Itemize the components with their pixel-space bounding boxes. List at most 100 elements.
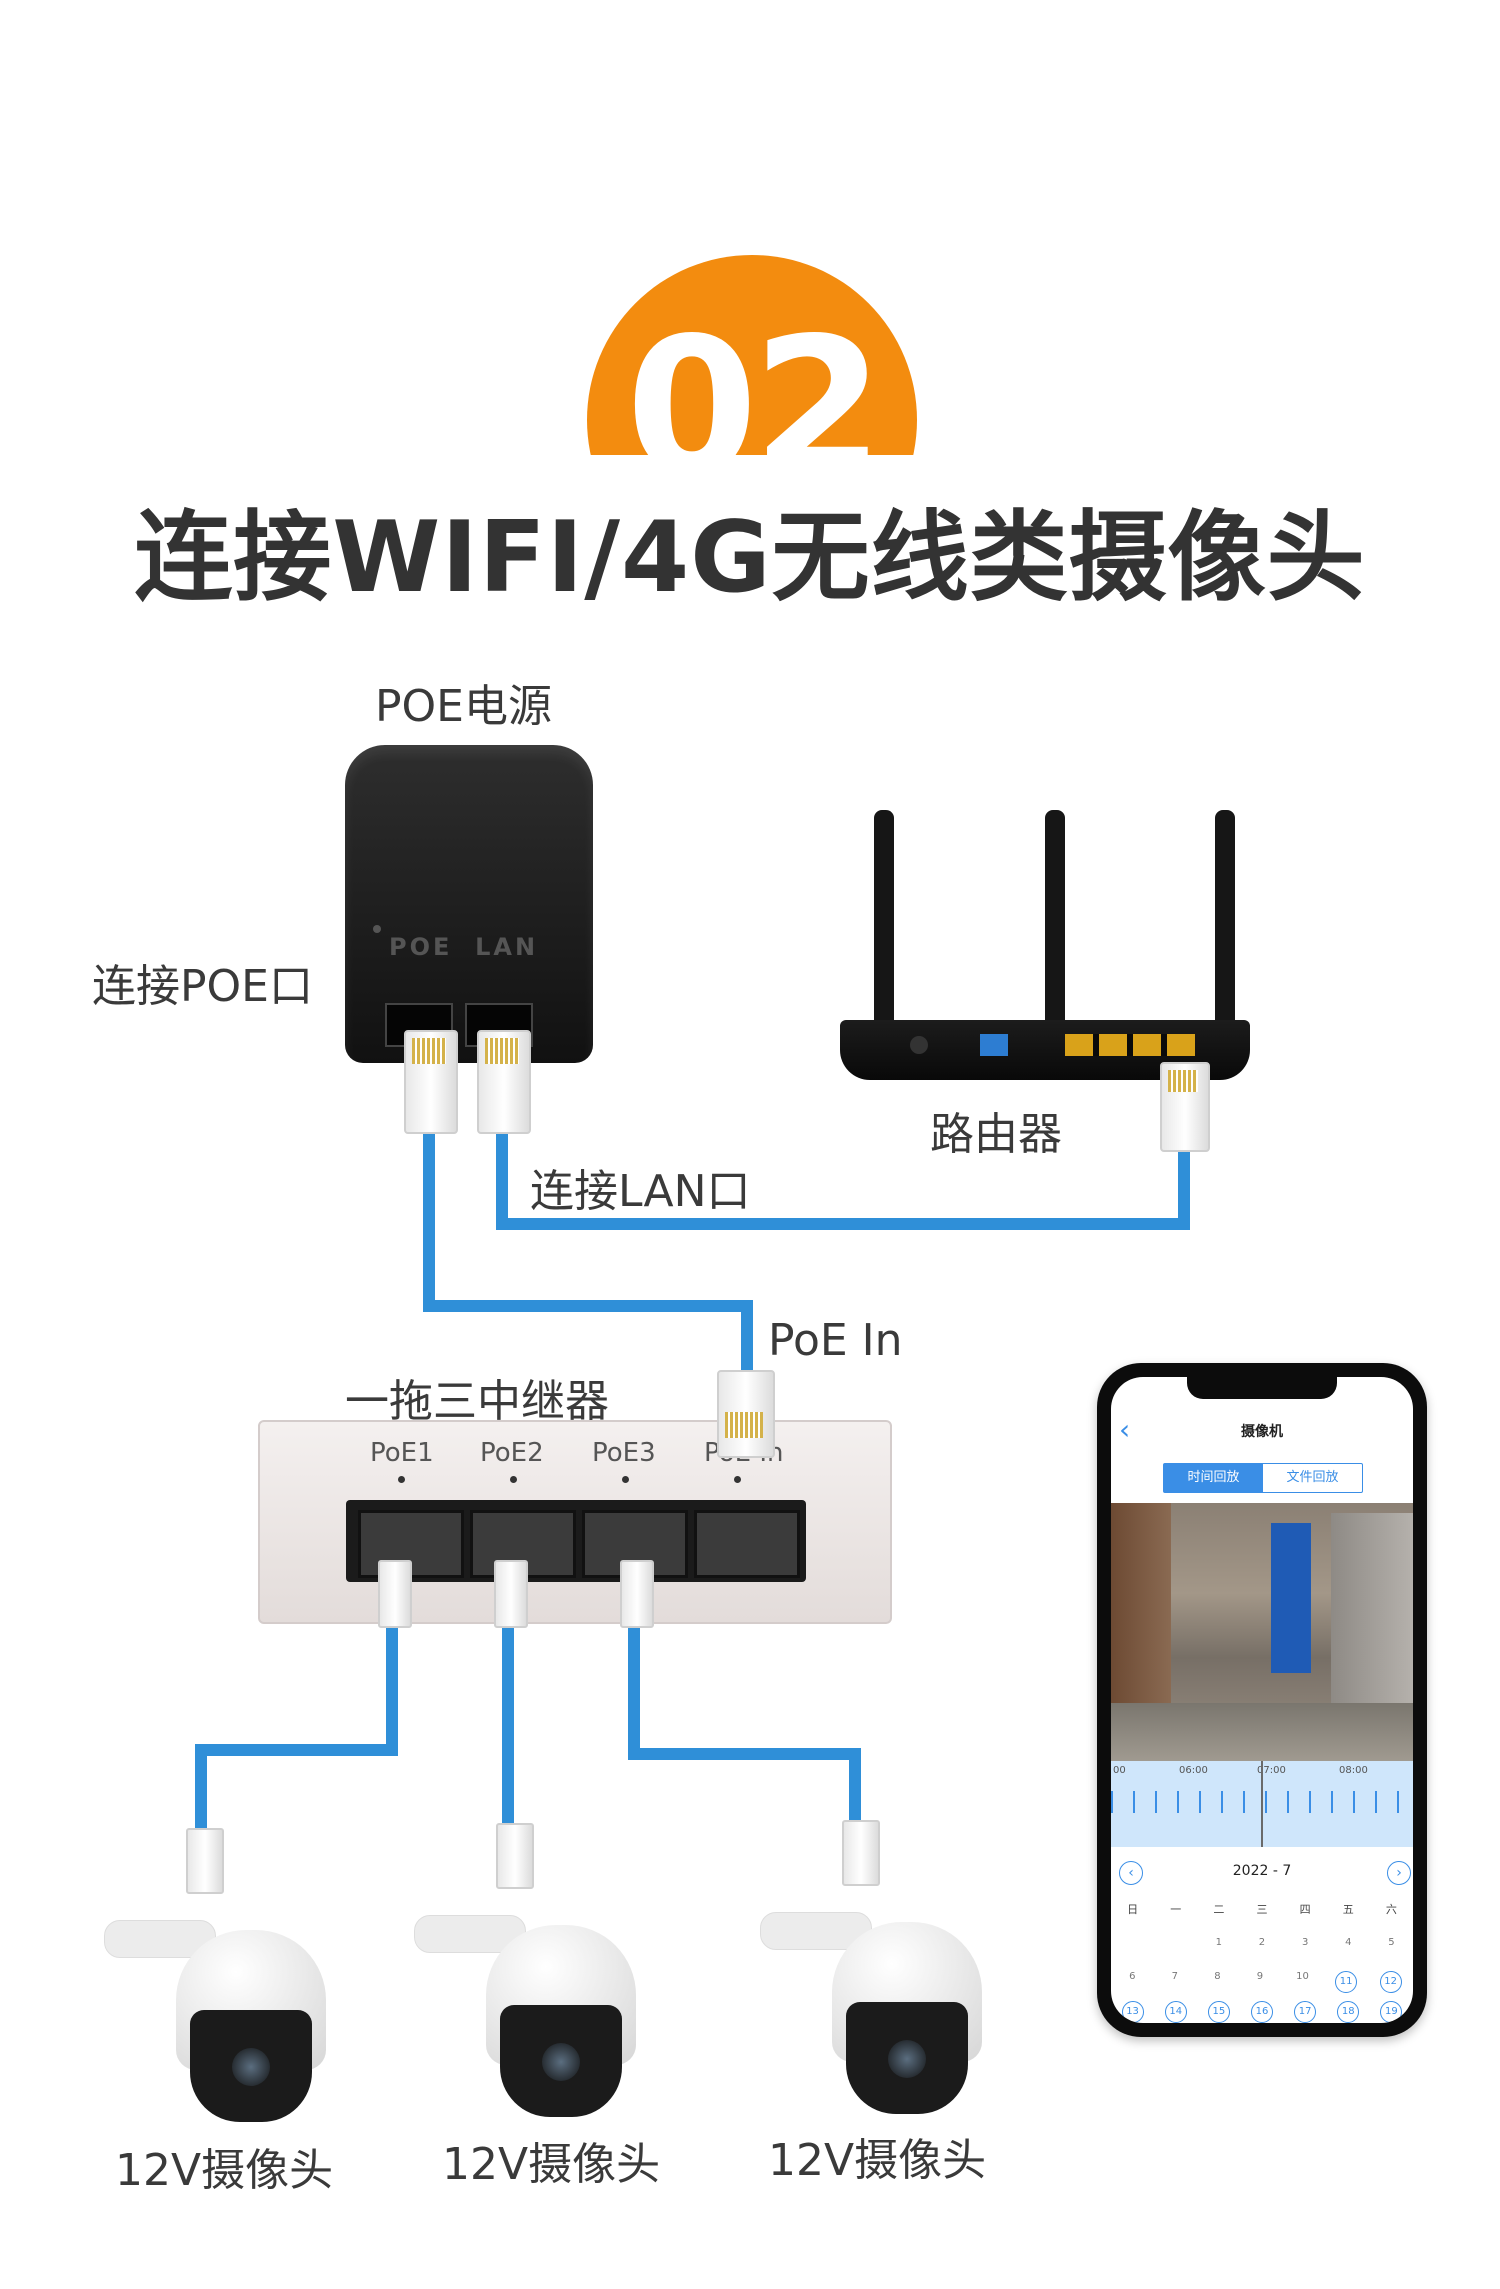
calendar-day-recorded[interactable]: 14 (1165, 2001, 1187, 2023)
calendar-day-recorded[interactable]: 13 (1122, 2001, 1144, 2023)
router-label: 路由器 (930, 1098, 1062, 1162)
calendar-day[interactable]: 7 (1165, 1971, 1185, 1993)
timeline-tick-1: 00 (1113, 1765, 1126, 1776)
cable-segment (195, 1744, 398, 1756)
rj45-plug-camera-1 (186, 1828, 224, 1894)
app-screen-title: 摄像机 (1111, 1421, 1413, 1441)
plug-contacts (412, 1038, 446, 1064)
plug-contacts (1168, 1070, 1198, 1092)
camera-lens (542, 2043, 580, 2081)
timeline[interactable]: 00 06:00 07:00 08:00 (1111, 1761, 1413, 1847)
repeater-port-label-1: PoE1 (370, 1438, 434, 1468)
router (840, 810, 1250, 1080)
calendar-day[interactable]: 4 (1338, 1937, 1358, 1948)
camera-2-label: 12V摄像头 (442, 2128, 660, 2192)
rj45-plug-poe-in (717, 1370, 775, 1458)
weekday: 二 (1213, 1901, 1224, 1917)
repeater-port-label-2: PoE2 (480, 1438, 544, 1468)
calendar-row-1: 1 2 3 4 5 (1111, 1937, 1413, 1948)
calendar-day-recorded[interactable]: 15 (1208, 2001, 1230, 2023)
rj45-plug-router (1160, 1062, 1210, 1152)
timeline-cursor (1261, 1761, 1263, 1847)
cable-lan-to-router (496, 1120, 508, 1230)
calendar-day-recorded[interactable]: 12 (1380, 1971, 1402, 1993)
calendar-day[interactable]: 1 (1209, 1937, 1229, 1948)
video-frame (1111, 1503, 1413, 1761)
calendar-day-recorded[interactable]: 19 (1380, 2001, 1402, 2023)
camera-1 (96, 1820, 326, 2130)
video-wall-right (1331, 1513, 1413, 1713)
poe-in-label: PoE In (768, 1315, 903, 1366)
poe-power-led (373, 925, 381, 933)
cable-camera-1 (386, 1620, 398, 1756)
repeater-dot-2 (510, 1476, 517, 1483)
weekday: 四 (1300, 1901, 1311, 1917)
rj45-plug-camera-2 (496, 1823, 534, 1889)
calendar-day[interactable]: 6 (1122, 1971, 1142, 1993)
camera-3-label: 12V摄像头 (768, 2124, 986, 2188)
calendar-day[interactable]: 8 (1207, 1971, 1227, 1993)
calendar-day[interactable]: 3 (1295, 1937, 1315, 1948)
rj45-plug-camera-3 (842, 1820, 880, 1886)
calendar-day-recorded[interactable]: 18 (1337, 2001, 1359, 2023)
plug-contacts (485, 1038, 519, 1064)
calendar-day-recorded[interactable]: 17 (1294, 2001, 1316, 2023)
repeater: PoE1 PoE2 PoE3 PoE In (258, 1420, 888, 1620)
repeater-dot-4 (734, 1476, 741, 1483)
phone-notch (1187, 1377, 1337, 1399)
tab-time-playback[interactable]: 时间回放 (1164, 1464, 1263, 1492)
rj45-plug-lan (477, 1030, 531, 1134)
router-lan-ports (1065, 1034, 1195, 1056)
rj45-plug-repeater-3 (620, 1560, 654, 1628)
step-badge: 02 (587, 255, 917, 455)
video-door (1271, 1523, 1311, 1673)
plug-contacts (725, 1412, 763, 1438)
calendar-day[interactable]: 5 (1381, 1937, 1401, 1948)
calendar-month: 2022 - 7 (1111, 1863, 1413, 1879)
calendar-blank (1166, 1937, 1186, 1948)
tab-file-playback[interactable]: 文件回放 (1263, 1464, 1362, 1492)
camera-1-label: 12V摄像头 (115, 2134, 333, 2198)
poe-power-label: POE电源 (375, 670, 552, 734)
cable-segment (741, 1300, 753, 1370)
repeater-port-poe-in (694, 1510, 800, 1578)
calendar-row-2: 6 7 8 9 10 11 12 (1111, 1971, 1413, 1993)
cable-segment (628, 1748, 861, 1760)
cable-segment (423, 1300, 753, 1312)
camera-lens (888, 2040, 926, 2078)
weekday: 一 (1170, 1901, 1181, 1917)
router-wan-port (980, 1034, 1008, 1056)
repeater-dot-1 (398, 1476, 405, 1483)
repeater-port-label-3: PoE3 (592, 1438, 656, 1468)
connect-poe-label: 连接POE口 (92, 950, 313, 1014)
weekday: 五 (1343, 1901, 1354, 1917)
calendar-day-recorded[interactable]: 16 (1251, 2001, 1273, 2023)
calendar-day[interactable]: 10 (1293, 1971, 1313, 1993)
poe-port-text: POE LAN (389, 933, 538, 961)
rj45-plug-repeater-2 (494, 1560, 528, 1628)
phone: ‹ 摄像机 时间回放 文件回放 00 06:00 07:00 08:00 ‹ 2… (1097, 1363, 1427, 2037)
camera-lens (232, 2048, 270, 2086)
phone-screen: ‹ 摄像机 时间回放 文件回放 00 06:00 07:00 08:00 ‹ 2… (1111, 1377, 1413, 2023)
calendar-day-recorded[interactable]: 11 (1335, 1971, 1357, 1993)
timeline-tick-4: 08:00 (1339, 1765, 1368, 1776)
weekday: 三 (1256, 1901, 1267, 1917)
rj45-plug-poe (404, 1030, 458, 1134)
router-power-jack (910, 1036, 928, 1054)
weekday: 日 (1127, 1901, 1138, 1917)
page-title: 连接WIFI/4G无线类摄像头 (0, 478, 1500, 620)
cable-camera-2 (502, 1620, 514, 1840)
video-ground (1111, 1703, 1413, 1761)
router-antenna-middle (1045, 810, 1065, 1035)
cable-camera-3 (628, 1620, 640, 1760)
camera-3 (752, 1812, 982, 2122)
cable-poe-to-repeater (423, 1120, 435, 1310)
calendar-next-icon[interactable]: › (1387, 1861, 1411, 1885)
calendar-blank (1123, 1937, 1143, 1948)
calendar-weekdays: 日 一 二 三 四 五 六 (1111, 1901, 1413, 1917)
weekday: 六 (1386, 1901, 1397, 1917)
router-antenna-right (1215, 810, 1235, 1035)
calendar-day[interactable]: 2 (1252, 1937, 1272, 1948)
calendar-row-3: 13 14 15 16 17 18 19 (1111, 2001, 1413, 2023)
calendar-day[interactable]: 9 (1250, 1971, 1270, 1993)
